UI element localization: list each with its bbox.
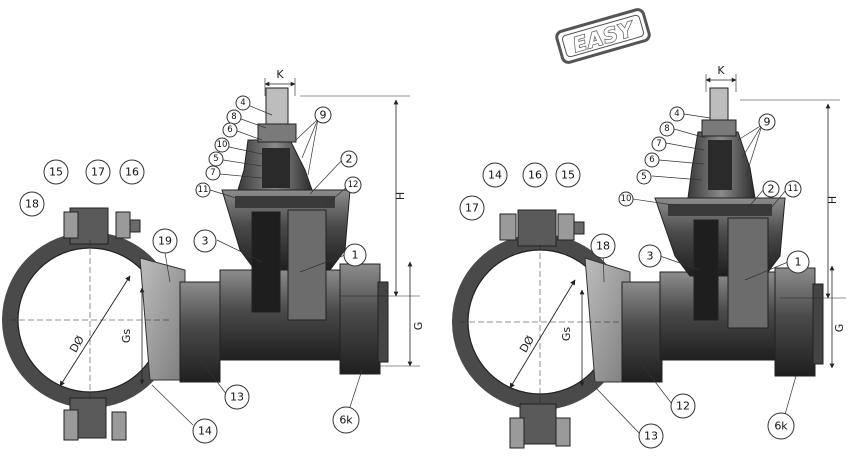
callout-l-14: 14 (192, 418, 218, 444)
callout-l-5: 5 (208, 151, 224, 167)
callout-l-19: 19 (152, 228, 178, 254)
svg-text:15: 15 (561, 169, 575, 182)
callout-r-16: 16 (522, 162, 548, 188)
callout-l-7: 7 (205, 165, 221, 181)
right-dim-g: G (833, 324, 846, 333)
svg-text:12: 12 (676, 400, 690, 413)
callout-r-5: 5 (636, 169, 652, 185)
svg-text:15: 15 (49, 166, 63, 179)
svg-text:6: 6 (649, 155, 654, 165)
right-outlet-pipe (621, 267, 824, 383)
callout-l-17: 17 (85, 159, 111, 185)
easy-badge: EASY (555, 8, 651, 64)
svg-text:14: 14 (488, 169, 502, 182)
svg-text:14: 14 (198, 425, 212, 438)
callout-r-7: 7 (651, 136, 667, 152)
callout-l-2: 2 (340, 150, 358, 168)
callout-l-8: 8 (226, 109, 242, 125)
callout-l-11: 11 (195, 182, 211, 198)
callout-l-9: 9 (314, 106, 332, 124)
callout-r-9: 9 (758, 113, 776, 131)
callout-r-6: 6 (644, 152, 660, 168)
svg-text:5: 5 (213, 154, 218, 164)
callout-r-4: 4 (669, 106, 685, 122)
svg-text:9: 9 (320, 109, 327, 122)
callout-r-12: 12 (670, 393, 696, 419)
right-dim-h: H (826, 196, 839, 204)
svg-text:4: 4 (674, 109, 679, 119)
svg-text:10: 10 (217, 140, 228, 150)
callout-r-11: 11 (784, 180, 802, 198)
svg-text:18: 18 (596, 240, 610, 253)
right-valve-figure: K H G Gs DØ (452, 64, 846, 449)
svg-text:17: 17 (465, 202, 479, 215)
svg-text:10: 10 (621, 194, 632, 204)
left-dim-gs: Gs (120, 329, 133, 344)
svg-text:17: 17 (91, 166, 105, 179)
right-dim-gs: Gs (560, 327, 573, 342)
callout-l-4: 4 (235, 95, 251, 111)
callout-r-10: 10 (618, 191, 634, 207)
svg-text:2: 2 (346, 153, 353, 166)
svg-text:6: 6 (227, 125, 232, 135)
callout-l-12: 12 (344, 176, 362, 194)
svg-text:19: 19 (158, 235, 172, 248)
callout-l-3: 3 (193, 229, 217, 253)
callout-l-10: 10 (214, 137, 230, 153)
callout-r-15: 15 (555, 162, 581, 188)
right-dim-k: K (717, 64, 725, 77)
svg-text:3: 3 (647, 250, 654, 263)
callout-l-1: 1 (343, 243, 367, 267)
callout-r-13: 13 (638, 423, 664, 449)
svg-text:1: 1 (795, 256, 802, 269)
callout-l-15: 15 (43, 159, 69, 185)
right-dimensions: K H G Gs DØ (460, 64, 846, 404)
left-valve-figure: K H G Gs DØ (2, 68, 425, 444)
left-callouts: 4 8 6 10 5 7 11 9 2 12 1 3 15 17 16 18 1… (19, 95, 367, 444)
left-outlet-pipe (179, 263, 389, 383)
svg-text:12: 12 (348, 180, 359, 190)
svg-text:11: 11 (788, 184, 799, 194)
svg-text:16: 16 (125, 166, 139, 179)
svg-text:13: 13 (230, 391, 244, 404)
left-dim-g: G (412, 322, 425, 331)
svg-text:8: 8 (664, 124, 669, 134)
svg-text:13: 13 (644, 430, 658, 443)
callout-r-3: 3 (638, 244, 662, 268)
svg-text:2: 2 (768, 183, 775, 196)
callout-r-8: 8 (659, 121, 675, 137)
callout-l-16: 16 (119, 159, 145, 185)
svg-text:6k: 6k (774, 420, 788, 433)
svg-text:7: 7 (656, 139, 661, 149)
svg-text:8: 8 (231, 112, 236, 122)
svg-text:16: 16 (528, 169, 542, 182)
callout-r-18: 18 (590, 233, 616, 259)
callout-l-13: 13 (224, 384, 250, 410)
callout-r-2: 2 (762, 180, 780, 198)
callout-r-6k: 6k (767, 412, 795, 440)
callout-l-6k: 6k (332, 406, 360, 434)
callout-r-17: 17 (459, 195, 485, 221)
svg-text:3: 3 (202, 235, 209, 248)
left-dim-k: K (276, 68, 284, 81)
svg-text:7: 7 (210, 168, 215, 178)
callout-r-1: 1 (786, 250, 810, 274)
callout-l-6: 6 (222, 122, 238, 138)
svg-text:6k: 6k (339, 414, 353, 427)
callout-l-18: 18 (19, 191, 45, 217)
svg-text:11: 11 (198, 185, 209, 195)
svg-text:18: 18 (25, 198, 39, 211)
right-valve-body (654, 87, 786, 329)
left-dim-h: H (394, 192, 407, 200)
callout-r-14: 14 (482, 162, 508, 188)
svg-text:5: 5 (641, 172, 646, 182)
svg-text:1: 1 (352, 249, 359, 262)
svg-text:9: 9 (764, 116, 771, 129)
svg-text:4: 4 (240, 98, 245, 108)
right-callouts: 4 8 7 6 5 10 9 2 11 1 3 14 16 15 17 18 1… (459, 106, 810, 449)
